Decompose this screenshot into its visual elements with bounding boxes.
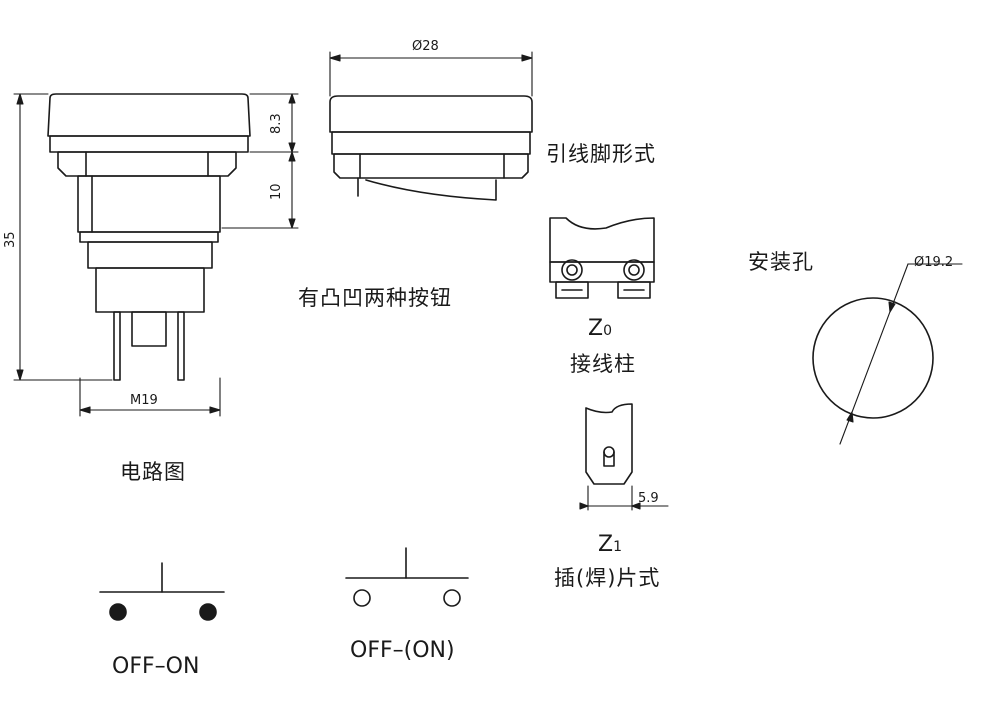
tab-width-label: 5.9: [638, 491, 659, 506]
switch-front-view: [329, 95, 533, 201]
thread-label: M19: [130, 393, 158, 408]
cap-diameter-dimension: [329, 51, 533, 97]
z1-name-label: 插(焊)片式: [554, 566, 661, 590]
z0-name-label: 接线柱: [570, 352, 636, 376]
z0-code-label: Z0: [588, 316, 612, 341]
tab-width-dimension: [579, 485, 669, 511]
circuit-off-on-symbol: [99, 562, 225, 621]
z0-screw-terminal-drawing: [549, 217, 655, 299]
mounting-hole-drawing: [812, 297, 934, 419]
lead-form-label: 引线脚形式: [546, 142, 656, 166]
off-momentary-on-label: OFF–(ON): [350, 638, 455, 663]
side-view-dimensions: [13, 93, 299, 417]
hole-diameter-dimension: [839, 263, 963, 445]
cap-height-label: 8.3: [269, 113, 284, 134]
z1-solder-tab-drawing: [585, 403, 633, 485]
total-height-label: 35: [3, 231, 18, 248]
mounting-hole-label: 安装孔: [748, 250, 814, 274]
button-types-label: 有凸凹两种按钮: [298, 286, 452, 310]
hole-diameter-label: Ø19.2: [914, 255, 954, 270]
switch-side-view: [47, 93, 251, 381]
cap-diameter-label: Ø28: [412, 39, 439, 54]
off-on-label: OFF–ON: [112, 654, 200, 679]
z1-code-label: Z1: [598, 532, 622, 557]
circuit-diagram-label: 电路图: [120, 460, 186, 484]
circuit-off-momentary-on-symbol: [345, 547, 469, 607]
body-gap-label: 10: [269, 183, 284, 200]
